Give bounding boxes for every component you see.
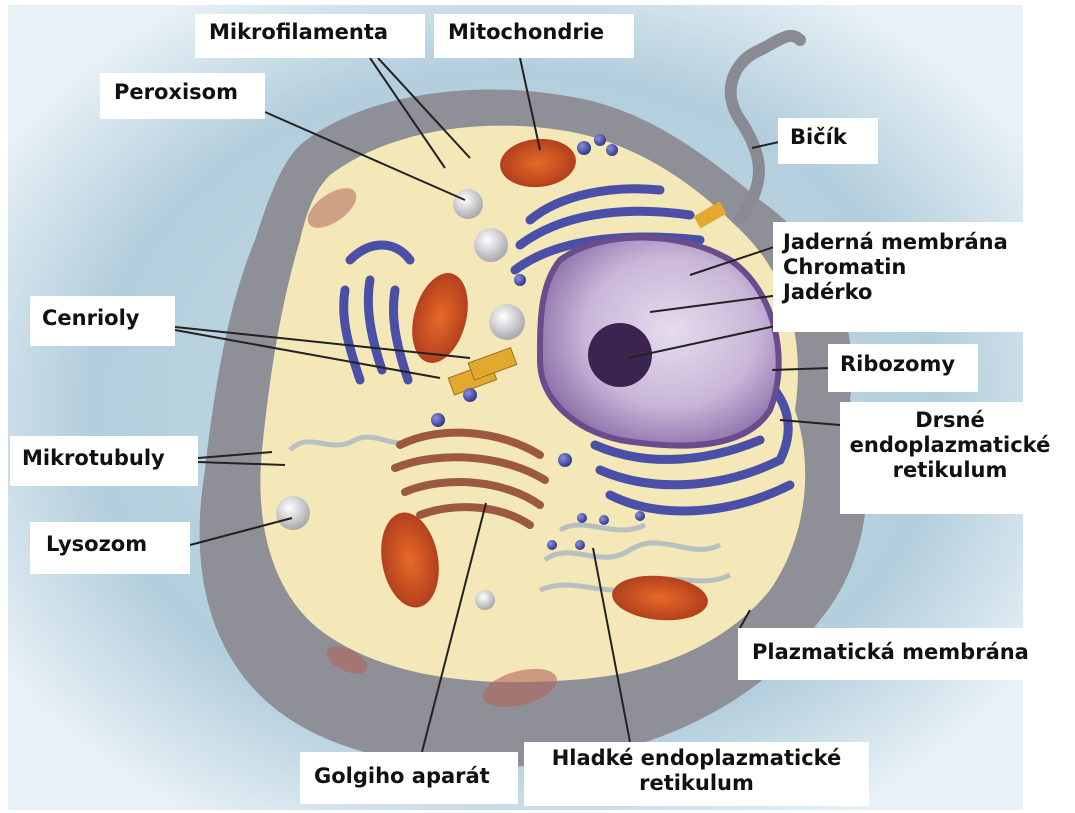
label-mikrotubuly: Mikrotubuly (10, 436, 198, 486)
label-plazmaticka-membrana-text: Plazmatická membrána (752, 640, 1046, 665)
label-chromatin-text: Chromatin (783, 255, 1025, 280)
label-peroxisom-text: Peroxisom (114, 80, 251, 105)
label-mikrofilamenta: Mikrofilamenta (195, 14, 425, 58)
label-drsne-er-line3: retikulum (848, 458, 1052, 483)
label-hladke-er: Hladké endoplazmatické retikulum (524, 742, 869, 806)
label-hladke-er-line1: Hladké endoplazmatické (532, 746, 861, 771)
label-ribozomy: Ribozomy (828, 344, 978, 392)
nucleus (540, 238, 779, 446)
label-mikrotubuly-text: Mikrotubuly (22, 446, 186, 471)
label-bicik-text: Bičík (790, 125, 866, 150)
label-cenrioly: Cenrioly (30, 296, 175, 346)
label-mikrofilamenta-text: Mikrofilamenta (209, 20, 411, 45)
label-lysozom-text: Lysozom (46, 532, 174, 557)
label-jaderna-membrana-text: Jaderná membrána (783, 230, 1025, 255)
label-plazmaticka-membrana: Plazmatická membrána (738, 628, 1060, 680)
label-golgiho-aparat-text: Golgiho aparát (314, 764, 504, 789)
label-mitochondrie: Mitochondrie (434, 14, 634, 58)
label-peroxisom: Peroxisom (100, 73, 265, 119)
label-lysozom: Lysozom (30, 522, 190, 574)
label-bicik: Bičík (778, 118, 878, 164)
label-hladke-er-line2: retikulum (532, 771, 861, 796)
label-cenrioly-text: Cenrioly (42, 306, 163, 331)
label-drsne-er-line2: endoplazmatické (848, 433, 1052, 458)
label-nucleus-group: Jaderná membrána Chromatin Jadérko (773, 222, 1035, 332)
label-ribozomy-text: Ribozomy (840, 352, 966, 377)
label-jaderko-text: Jadérko (783, 280, 1025, 305)
label-golgiho-aparat: Golgiho aparát (300, 752, 518, 804)
label-mitochondrie-text: Mitochondrie (448, 20, 620, 45)
label-drsne-er: Drsné endoplazmatické retikulum (840, 402, 1060, 514)
label-drsne-er-line1: Drsné (848, 408, 1052, 433)
